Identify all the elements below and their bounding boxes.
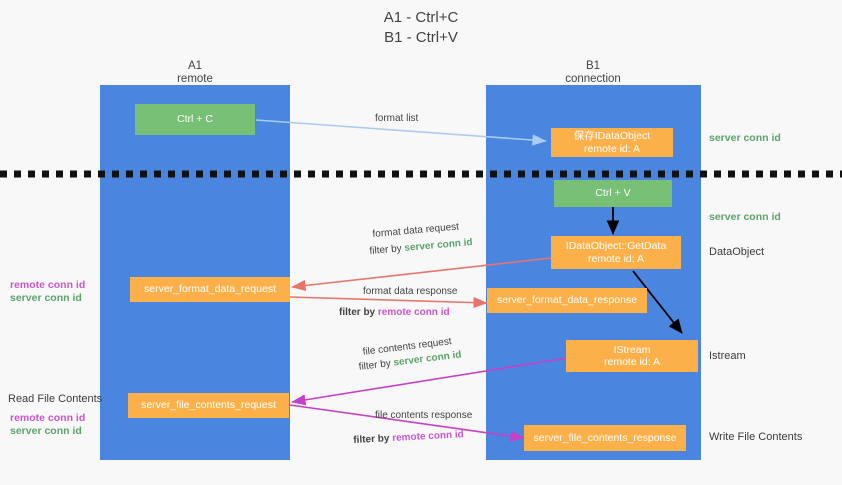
edge-label-format-data-response-filter: filter by remote conn id — [339, 306, 450, 319]
node-server-file-contents-response[interactable]: server_file_contents_response — [524, 425, 686, 451]
right-label-istream: Istream — [709, 350, 746, 362]
filter-prefix-1: filter by — [369, 242, 405, 257]
left-label-format-server-conn-id: server conn id — [10, 292, 82, 304]
node-server-format-data-request-label: server_format_data_request — [144, 283, 276, 296]
page-title: A1 - Ctrl+C B1 - Ctrl+V — [0, 8, 842, 48]
column-b1-role: connection — [565, 73, 621, 85]
node-server-file-contents-response-label: server_file_contents_response — [533, 431, 677, 444]
node-istream-line2: remote id: A — [603, 356, 661, 368]
edge-label-file-contents-response-filter: filter by remote conn id — [353, 428, 464, 447]
left-label-read-file-contents: Read File Contents — [8, 393, 103, 405]
node-server-format-data-response-label: server_format_data_response — [496, 294, 638, 307]
node-server-file-contents-request[interactable]: server_file_contents_request — [128, 393, 289, 418]
filter-value-remote-conn-id-2: remote conn id — [391, 429, 465, 444]
node-ctrl-v-label: Ctrl + V — [595, 187, 631, 200]
node-save-idataobject-line1: 保存IDataObject — [573, 130, 651, 142]
node-save-idataobject-line2: remote id: A — [583, 142, 641, 155]
column-a1-name: A1 — [187, 60, 203, 72]
filter-prefix-3: filter by — [358, 357, 395, 373]
right-label-dataobject: DataObject — [709, 246, 765, 258]
node-idataobject-getdata[interactable]: IDataObject::GetData remote id: A — [551, 236, 681, 269]
node-server-file-contents-request-label: server_file_contents_request — [141, 399, 276, 412]
node-server-format-data-response[interactable]: server_format_data_response — [487, 288, 647, 313]
node-istream[interactable]: IStream remote id: A — [566, 340, 698, 372]
column-header-a1: A1 remote — [120, 60, 270, 86]
filter-value-server-conn-id-1: server conn id — [403, 236, 474, 254]
right-label-server-conn-id-2: server conn id — [709, 211, 781, 223]
column-a1-role: remote — [177, 73, 213, 85]
node-istream-line1: IStream — [613, 343, 651, 356]
filter-prefix-2: filter by — [339, 307, 378, 318]
left-label-file-server-conn-id: server conn id — [10, 425, 82, 437]
node-ctrl-c[interactable]: Ctrl + C — [135, 104, 255, 135]
node-ctrl-c-label: Ctrl + C — [177, 113, 213, 126]
edge-label-format-data-response: format data response — [363, 286, 458, 297]
column-header-b1: B1 connection — [518, 60, 668, 86]
node-idataobject-getdata-line1: IDataObject::GetData — [565, 240, 667, 252]
title-line-2: B1 - Ctrl+V — [384, 29, 458, 46]
node-save-idataobject[interactable]: 保存IDataObject remote id: A — [551, 128, 673, 157]
right-label-write-file-contents: Write File Contents — [709, 431, 803, 443]
edge-label-file-contents-response: file contents response — [375, 410, 473, 421]
edge-label-format-list: format list — [375, 113, 419, 124]
column-b1-name: B1 — [585, 60, 601, 72]
filter-prefix-4: filter by — [353, 432, 393, 446]
left-label-file-remote-conn-id: remote conn id — [10, 412, 86, 424]
node-server-format-data-request[interactable]: server_format_data_request — [130, 277, 290, 302]
title-line-1: A1 - Ctrl+C — [383, 9, 459, 26]
node-ctrl-v[interactable]: Ctrl + V — [554, 180, 672, 207]
right-label-server-conn-id-1: server conn id — [709, 132, 781, 144]
filter-value-remote-conn-id-1: remote conn id — [377, 307, 450, 318]
left-label-format-remote-conn-id: remote conn id — [10, 279, 86, 291]
node-idataobject-getdata-line2: remote id: A — [587, 252, 645, 265]
